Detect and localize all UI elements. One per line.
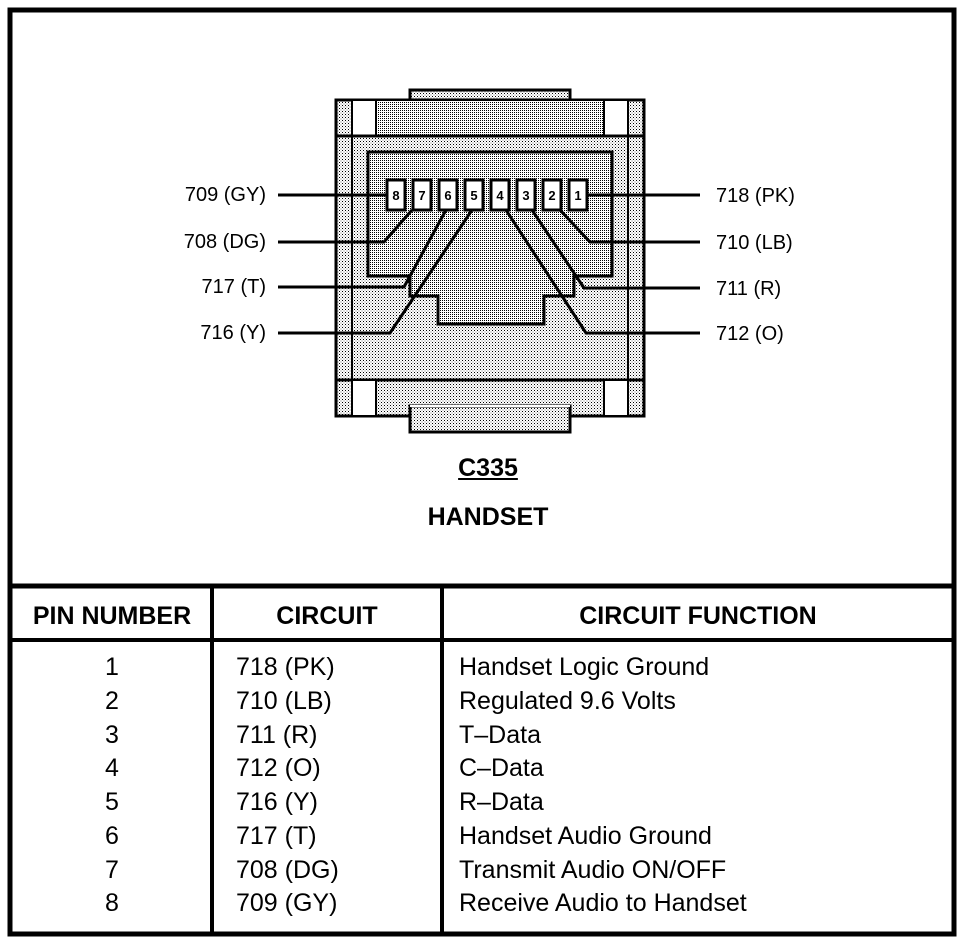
leader-wires [278, 193, 700, 335]
connector-drawing [334, 88, 646, 434]
header-circuit-function: CIRCUIT FUNCTION [579, 602, 817, 630]
connector-name: HANDSET [427, 503, 549, 531]
cell-function: T–Data [459, 721, 541, 749]
cell-pin: 5 [105, 788, 119, 816]
wire-label-712: 712 (O) [716, 323, 784, 345]
cell-function: C–Data [459, 754, 544, 782]
cell-function: Receive Audio to Handset [459, 889, 747, 917]
pin-contact-6 [437, 178, 459, 212]
connector-code: C335 [458, 454, 518, 482]
wire-711 [530, 209, 700, 290]
wire-716 [278, 209, 474, 335]
wire-708 [278, 209, 414, 244]
pin-contact-4 [489, 178, 511, 212]
wire-label-718: 718 (PK) [716, 185, 795, 207]
cell-function: Handset Audio Ground [459, 822, 712, 850]
table-row: 8 709 (GY) Receive Audio to Handset [0, 888, 976, 922]
cell-function: Regulated 9.6 Volts [459, 687, 676, 715]
pin-number-4: 4 [496, 188, 504, 203]
cell-pin: 3 [105, 721, 119, 749]
table-row: 7 708 (DG) Transmit Audio ON/OFF [0, 855, 976, 889]
table-row: 6 717 (T) Handset Audio Ground [0, 821, 976, 855]
wire-label-711: 711 (R) [716, 278, 782, 300]
wire-label-710: 710 (LB) [716, 232, 793, 254]
cell-function: R–Data [459, 788, 544, 816]
cell-function: Transmit Audio ON/OFF [459, 856, 727, 884]
wire-712 [504, 209, 700, 335]
cell-function: Handset Logic Ground [459, 653, 710, 681]
pin-number-2: 2 [548, 188, 555, 203]
pin-contact-5 [463, 178, 485, 212]
cell-pin: 6 [105, 822, 119, 850]
table-row: 4 712 (O) C–Data [0, 753, 976, 787]
pin-number-6: 6 [444, 188, 451, 203]
cell-circuit: 710 (LB) [236, 687, 332, 715]
table-row: 2 710 (LB) Regulated 9.6 Volts [0, 686, 976, 720]
table-row: 5 716 (Y) R–Data [0, 787, 976, 821]
header-circuit: CIRCUIT [276, 602, 378, 630]
pin-contact-3 [515, 178, 537, 212]
pin-number-8: 8 [392, 188, 399, 203]
wire-label-708: 708 (DG) [183, 231, 266, 253]
table-row: 3 711 (R) T–Data [0, 720, 976, 754]
cell-circuit: 717 (T) [236, 822, 317, 850]
pin-number-3: 3 [522, 188, 529, 203]
pin-contact-2 [541, 178, 563, 212]
cell-circuit: 709 (GY) [236, 889, 338, 917]
cell-circuit: 718 (PK) [236, 653, 335, 681]
pin-number-7: 7 [418, 188, 425, 203]
cell-pin: 8 [105, 889, 119, 917]
wire-label-717: 717 (T) [201, 276, 266, 298]
header-pin-number: PIN NUMBER [32, 602, 192, 630]
table-row: 1 718 (PK) Handset Logic Ground [0, 652, 976, 686]
cell-pin: 7 [105, 856, 119, 884]
wire-717 [278, 209, 448, 289]
pin-number-1: 1 [574, 188, 581, 203]
cell-pin: 2 [105, 687, 119, 715]
cell-circuit: 716 (Y) [236, 788, 318, 816]
cell-circuit: 712 (O) [236, 754, 321, 782]
cell-pin: 4 [105, 754, 119, 782]
cell-pin: 1 [105, 653, 119, 681]
wire-label-709: 709 (GY) [184, 184, 266, 206]
pin-contacts: 8 7 6 5 4 3 2 1 [385, 178, 589, 212]
outer-border [7, 7, 957, 937]
wire-710 [558, 208, 700, 244]
cell-circuit: 711 (R) [236, 721, 318, 749]
cell-circuit: 708 (DG) [236, 856, 339, 884]
wire-label-716: 716 (Y) [200, 322, 266, 344]
pin-number-5: 5 [470, 188, 477, 203]
pin-contact-7 [411, 178, 433, 212]
